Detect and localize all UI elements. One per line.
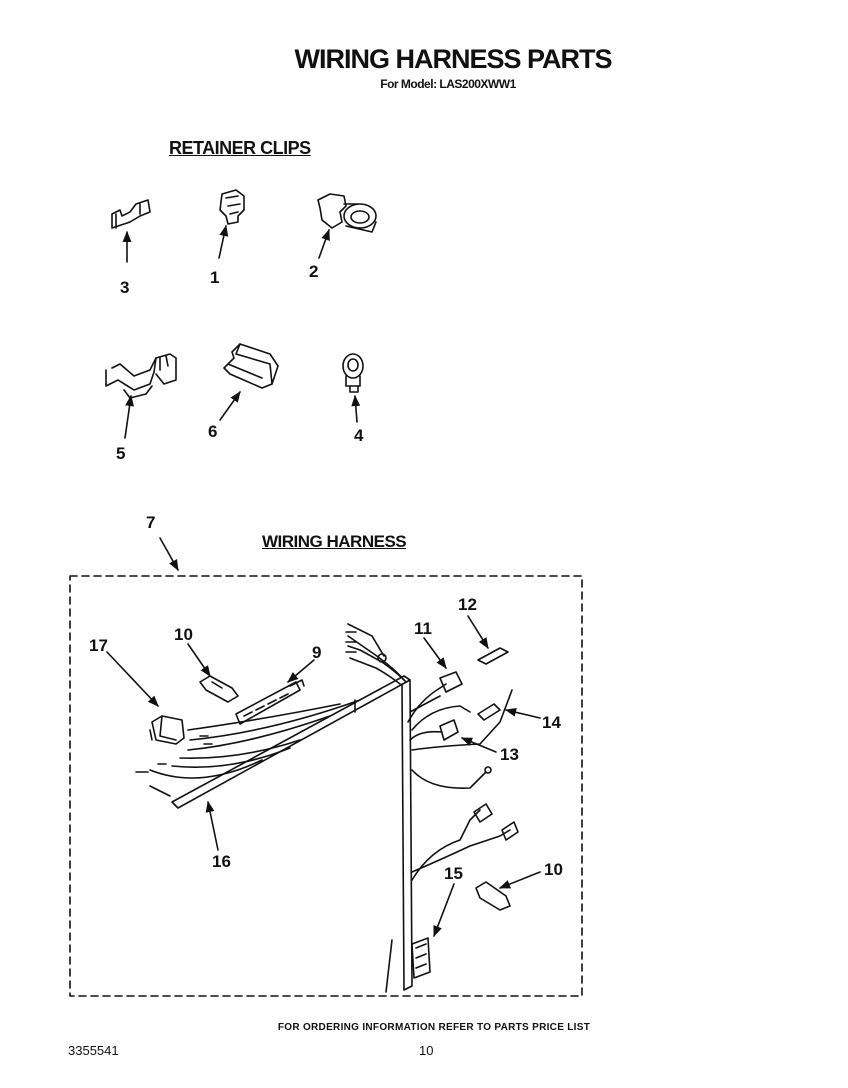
callout-17: 17	[89, 636, 108, 655]
arrow-15	[433, 883, 455, 938]
callout-12: 12	[458, 595, 477, 614]
arrow-14	[504, 707, 541, 719]
callout-10-right: 10	[544, 860, 563, 879]
arrow-7	[159, 537, 179, 571]
arrow-1	[218, 224, 229, 259]
callout-3: 3	[120, 278, 130, 297]
arrow-13	[460, 737, 497, 753]
arrow-12	[467, 615, 489, 649]
page-number: 10	[419, 1043, 434, 1058]
arrow-2	[318, 228, 330, 259]
wiring-harness-drawing	[135, 623, 519, 993]
callout-9: 9	[312, 643, 322, 662]
retainer-clip-1-drawing	[219, 189, 245, 225]
arrow-16	[205, 800, 219, 851]
callout-13: 13	[500, 745, 519, 764]
callout-6: 6	[208, 422, 218, 441]
model-subtitle: For Model: LAS200XWW1	[380, 77, 516, 91]
callout-7: 7	[146, 513, 156, 532]
arrow-11	[423, 637, 447, 669]
retainer-clip-4-drawing	[342, 353, 364, 393]
arrow-10-right	[498, 871, 541, 889]
arrow-10-left	[187, 643, 211, 677]
callout-5: 5	[116, 444, 126, 463]
callout-15: 15	[444, 864, 463, 883]
retainer-clip-5-drawing	[105, 353, 177, 399]
retainer-clip-6-drawing	[223, 343, 279, 389]
arrow-9	[287, 659, 315, 683]
document-number: 3355541	[68, 1043, 119, 1058]
wiring-harness-heading: WIRING HARNESS	[262, 532, 407, 551]
arrow-4	[351, 394, 361, 423]
callout-1: 1	[210, 268, 220, 287]
page-title: WIRING HARNESS PARTS	[294, 44, 612, 74]
retainer-clip-3-drawing	[111, 199, 151, 229]
arrow-17	[106, 651, 159, 707]
retainer-clips-heading: RETAINER CLIPS	[169, 138, 311, 158]
callout-4: 4	[354, 426, 364, 445]
callout-16: 16	[212, 852, 231, 871]
callout-14: 14	[542, 713, 561, 732]
callout-2: 2	[309, 262, 319, 281]
callout-10-left: 10	[174, 625, 193, 644]
callout-11: 11	[414, 619, 432, 638]
arrow-6	[219, 391, 241, 421]
arrow-5	[124, 394, 135, 439]
retainer-clip-2-drawing	[317, 193, 377, 233]
wiring-harness-frame	[69, 575, 583, 997]
ordering-note: FOR ORDERING INFORMATION REFER TO PARTS …	[277, 1022, 591, 1033]
